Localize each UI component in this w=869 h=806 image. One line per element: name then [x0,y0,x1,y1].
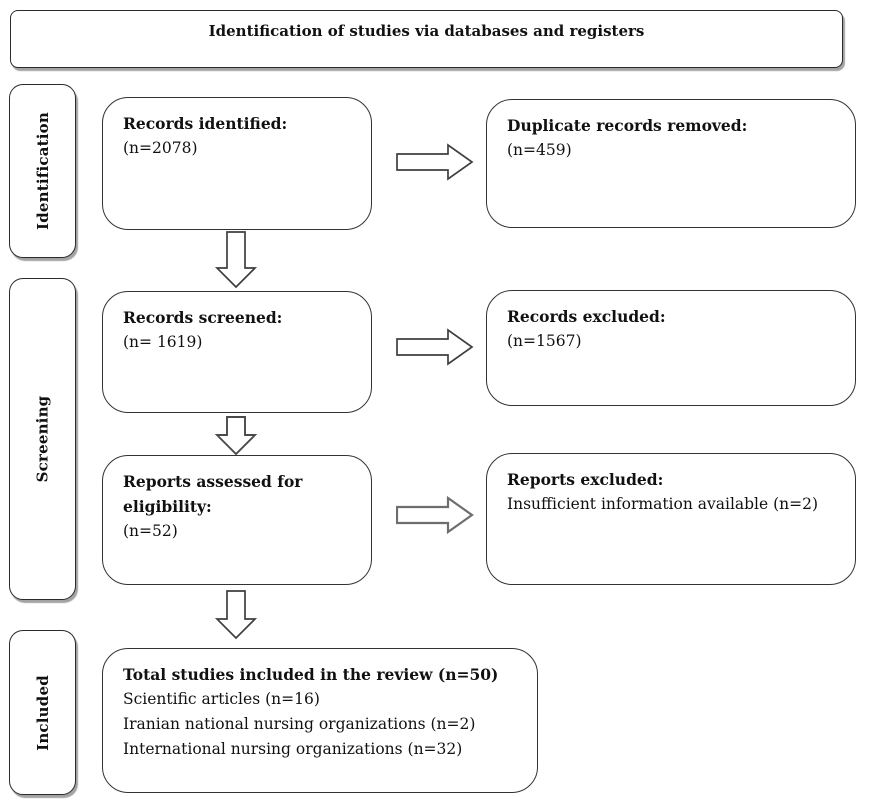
arrow-right-screened-to-excluded [396,328,474,366]
box-duplicate-records-removed: Duplicate records removed: (n=459) [486,99,856,228]
block-arrow-down-icon [214,231,258,289]
stage-screening-label: Screening [33,395,52,483]
box-records-excluded: Records excluded: (n=1567) [486,290,856,406]
reports-assessed-title: Reports assessed for eligibility: [123,472,303,517]
diagram-title: Identification of studies via databases … [208,22,645,40]
stage-screening: Screening [9,278,76,600]
box-records-screened: Records screened: (n= 1619) [102,291,372,413]
box-reports-excluded: Reports excluded: Insufficient informati… [486,453,856,585]
stage-identification: Identification [9,84,76,258]
records-screened-title: Records screened: [123,308,283,327]
block-arrow-right-icon [396,496,474,534]
block-arrow-right-icon [396,328,474,366]
block-arrow-right-icon [396,143,474,181]
reports-excluded-title: Reports excluded: [507,470,664,489]
block-arrow-down-icon [214,590,258,640]
records-screened-count: (n= 1619) [123,333,203,352]
records-excluded-title: Records excluded: [507,307,666,326]
total-included-line-national-orgs: Iranian national nursing organizations (… [123,715,476,734]
arrow-right-assessed-to-excluded [396,496,474,534]
reports-excluded-reason: Insufficient information available (n=2) [507,495,819,514]
arrow-right-identified-to-duplicates [396,143,474,181]
total-included-title: Total studies included in the review (n=… [123,665,499,684]
box-reports-assessed: Reports assessed for eligibility: (n=52) [102,455,372,585]
total-included-line-articles: Scientific articles (n=16) [123,690,320,709]
box-records-identified: Records identified: (n=2078) [102,97,372,230]
box-total-included: Total studies included in the review (n=… [102,648,538,793]
stage-included: Included [9,630,76,795]
records-identified-count: (n=2078) [123,139,198,158]
duplicate-records-removed-title: Duplicate records removed: [507,116,748,135]
records-identified-title: Records identified: [123,114,288,133]
duplicate-records-removed-count: (n=459) [507,141,572,160]
block-arrow-down-icon [214,416,258,456]
arrow-down-screened-to-assessed [208,416,265,456]
reports-assessed-count: (n=52) [123,522,178,541]
stage-included-label: Included [33,674,52,751]
arrow-down-assessed-to-included [208,590,265,640]
diagram-title-banner: Identification of studies via databases … [10,10,843,68]
arrow-down-identified-to-screened [208,231,265,289]
stage-identification-label: Identification [33,112,52,230]
total-included-line-international-orgs: International nursing organizations (n=3… [123,740,463,759]
records-excluded-count: (n=1567) [507,332,582,351]
